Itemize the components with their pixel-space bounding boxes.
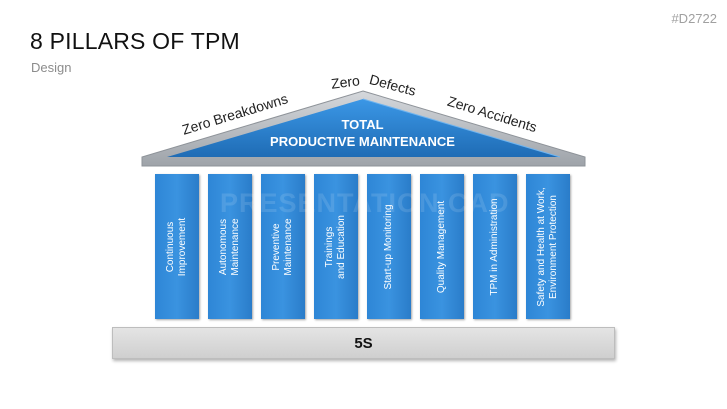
base-foundation: 5S <box>112 327 615 359</box>
pillar-preventive-maintenance: Preventive Maintenance <box>261 174 305 319</box>
roof-triangle <box>167 99 560 157</box>
pillar-label-line1: Autonomous <box>218 218 229 275</box>
pillar-label-line1: TPM in Administration <box>489 197 500 296</box>
pillar-startup-monitoring: Start-up Monitoring <box>367 174 411 319</box>
pillar-label-line1: Preventive <box>271 222 282 271</box>
pillar-label-line2: Maintenance <box>283 217 294 276</box>
slide-subtitle: Design <box>31 60 72 75</box>
roof-label-line2: PRODUCTIVE MAINTENANCE <box>270 134 455 149</box>
slide-title: 8 PILLARS OF TPM <box>30 28 240 54</box>
base-label: 5S <box>354 335 373 352</box>
pillar-autonomous-maintenance: Autonomous Maintenance <box>208 174 252 319</box>
roof-label-line1: TOTAL <box>341 117 384 132</box>
pillar-label-line1: Trainings <box>324 226 335 267</box>
pillar-label-line2: Improvement <box>177 217 188 276</box>
pillar-label-line2: Maintenance <box>230 217 241 276</box>
pillar-label-line2: and Education <box>336 214 347 279</box>
pillar-label-line1: Safety and Health at Work, <box>536 186 547 307</box>
pillar-continuous-improvement: Continuous Improvement <box>155 174 199 319</box>
pillar-safety-health: Safety and Health at Work, Environment P… <box>526 174 570 319</box>
pillar-trainings-education: Trainings and Education <box>314 174 358 319</box>
pillar-label-line2: Environment Protection <box>548 194 559 299</box>
pillar-label-line1: Start-up Monitoring <box>383 203 394 290</box>
pillar-tpm-administration: TPM in Administration <box>473 174 517 319</box>
pillar-label-line1: Quality Management <box>436 200 447 293</box>
slide-code: #D2722 <box>671 11 717 26</box>
pillar-quality-management: Quality Management <box>420 174 464 319</box>
pillar-label-line1: Continuous <box>165 221 176 272</box>
roof-highlight <box>362 98 561 158</box>
